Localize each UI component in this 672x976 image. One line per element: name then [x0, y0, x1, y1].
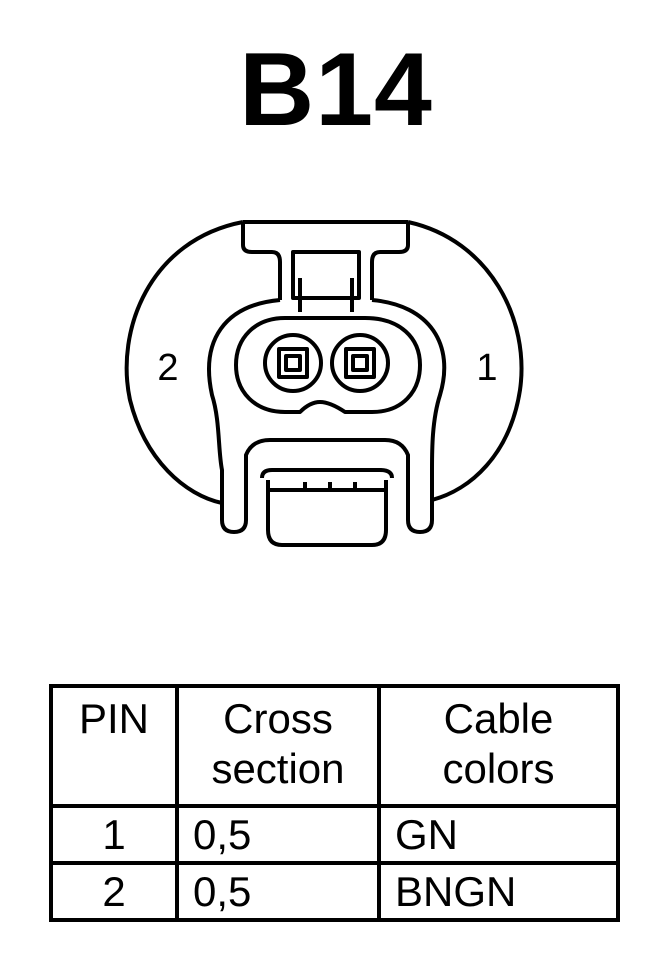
cell-pin: 2 [49, 861, 179, 922]
cell-pin: 1 [49, 804, 179, 865]
cell-cable-color: GN [377, 804, 620, 865]
pin-left-label: 2 [157, 347, 178, 389]
table-header-row: PIN Cross section Cable colors [49, 684, 620, 808]
pin-table: PIN Cross section Cable colors 1 0,5 GN … [49, 684, 620, 922]
cell-cross-section: 0,5 [175, 804, 381, 865]
bottom-latch [266, 480, 388, 547]
latch-tab [241, 220, 410, 300]
header-cable-colors: Cable colors [377, 684, 620, 808]
pin-2-terminal [263, 333, 323, 393]
cell-cross-section: 0,5 [175, 861, 381, 922]
table-row: 1 0,5 GN [49, 804, 620, 865]
connector-title: B14 [239, 32, 433, 148]
table-row: 2 0,5 BNGN [49, 861, 620, 922]
connector-diagram: 2 1 [124, 220, 524, 547]
pin-right-label: 1 [476, 347, 497, 389]
pin-cavity [234, 316, 422, 414]
connector-housing-outline [124, 220, 524, 505]
header-pin: PIN [49, 684, 179, 808]
header-cross-section: Cross section [175, 684, 381, 808]
cell-cable-color: BNGN [377, 861, 620, 922]
lock-bar [244, 438, 410, 468]
latch-box [291, 250, 361, 300]
inner-shell [207, 298, 447, 534]
pin-1-terminal [330, 333, 390, 393]
